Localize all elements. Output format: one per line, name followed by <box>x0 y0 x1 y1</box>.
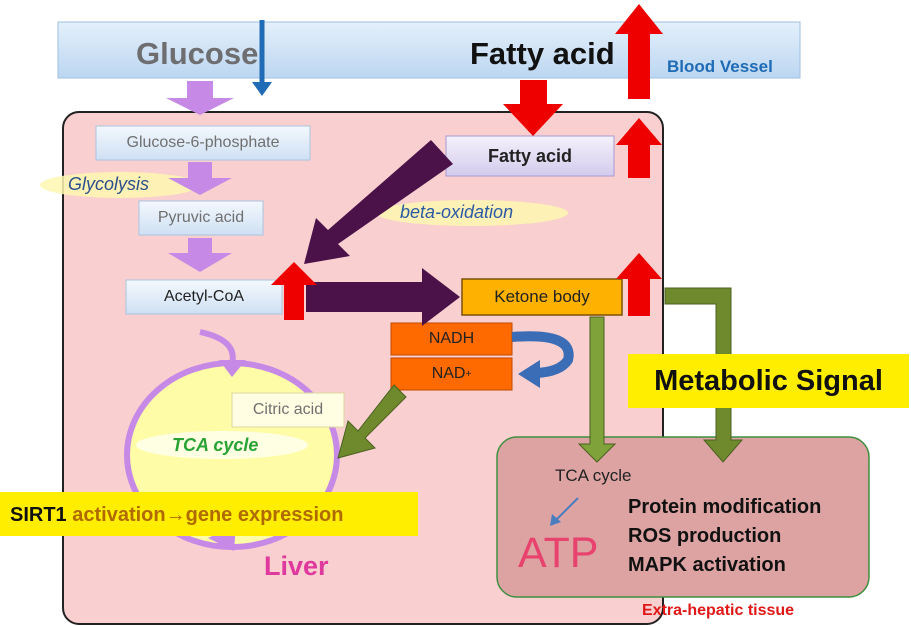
ketone-body-box <box>461 278 623 316</box>
metabolic-signal-label: Metabolic Signal <box>654 364 883 397</box>
fatty-acid-influx-arrow <box>503 80 563 136</box>
metabolic-signal-banner <box>628 354 909 408</box>
glycolysis-glow <box>40 172 200 198</box>
pyruvic-acid-label: Pyruvic acid <box>157 209 245 226</box>
blood-glucose-label: Glucose <box>136 36 259 71</box>
tca-entry-arrowhead <box>219 360 246 377</box>
extra-hepatic-panel <box>496 436 870 598</box>
pyruvic-acid-box <box>138 200 264 236</box>
tca-to-atp-arrowhead <box>550 514 561 526</box>
beta-oxidation-arrow <box>304 140 453 264</box>
glucose-uptake-arrowhead <box>252 82 272 96</box>
nadh-recycle-arrowhead <box>518 360 540 388</box>
nad-to-sirt1-arrow <box>337 384 407 459</box>
extra-hepatic-label: Extra-hepatic tissue <box>642 602 795 619</box>
beta-oxidation-glow <box>376 200 568 226</box>
nadh-box <box>390 322 513 356</box>
citric-acid-box <box>231 392 345 428</box>
nad-superscript: + <box>465 368 472 380</box>
ketone-body-up-arrow <box>616 253 662 316</box>
tca-to-atp-arrow <box>555 497 579 521</box>
ketone-to-tissue-arrow <box>577 316 617 463</box>
tca-cycle-glow <box>136 431 308 459</box>
sirt1-name: SIRT1 <box>10 504 67 526</box>
liver-fatty-acid-box <box>445 135 615 177</box>
acetyl-coa-box <box>125 279 283 315</box>
acetyl-coa-up-arrow <box>271 262 317 320</box>
liver-label: Liver <box>264 551 329 581</box>
ketone-body-label: Ketone body <box>494 287 590 306</box>
glucose-down-arrow <box>166 81 234 115</box>
sirt1-banner <box>0 492 418 536</box>
beta-oxidation-label: beta-oxidation <box>400 202 514 222</box>
nad-text: NAD <box>431 365 466 382</box>
nad-box <box>390 357 513 391</box>
blood-fatty-acid-up-arrow <box>615 4 663 99</box>
effect-ros-production: ROS production <box>628 525 782 547</box>
tissue-tca-cycle-label: TCA cycle <box>555 466 632 485</box>
ketogenesis-arrow <box>306 268 460 326</box>
blood-vessel-label: Blood Vessel <box>667 57 773 76</box>
glycolysis-label: Glycolysis <box>68 174 150 194</box>
pyruvic-down-arrow <box>168 238 232 272</box>
nadh-recycle-arrow <box>511 331 574 378</box>
sirt1-activation-text: activation→gene expression <box>72 504 344 526</box>
nadh-label: NADH <box>428 330 475 347</box>
blood-vessel-bar <box>57 21 801 79</box>
liver-tca-cycle-label: TCA cycle <box>172 435 259 455</box>
effect-protein-modification: Protein modification <box>628 496 822 518</box>
nad-label: NAD+ <box>391 358 512 390</box>
liver-fatty-acid-label: Fatty acid <box>487 145 573 166</box>
glucose-6-phosphate-label: Glucose-6-phosphate <box>126 134 280 151</box>
effect-mapk-activation: MAPK activation <box>628 554 786 576</box>
liver-fatty-acid-up-arrow <box>616 118 662 178</box>
acetyl-coa-label: Acetyl-CoA <box>163 288 245 305</box>
sirt1-banner-text: SIRT1 activation→gene expression <box>10 505 343 525</box>
blood-fatty-acid-label: Fatty acid <box>470 36 615 71</box>
glucose-6-phosphate-box <box>95 125 311 161</box>
g6p-down-arrow <box>168 162 232 195</box>
atp-label: ATP <box>518 529 599 577</box>
citric-acid-label: Citric acid <box>252 401 324 418</box>
